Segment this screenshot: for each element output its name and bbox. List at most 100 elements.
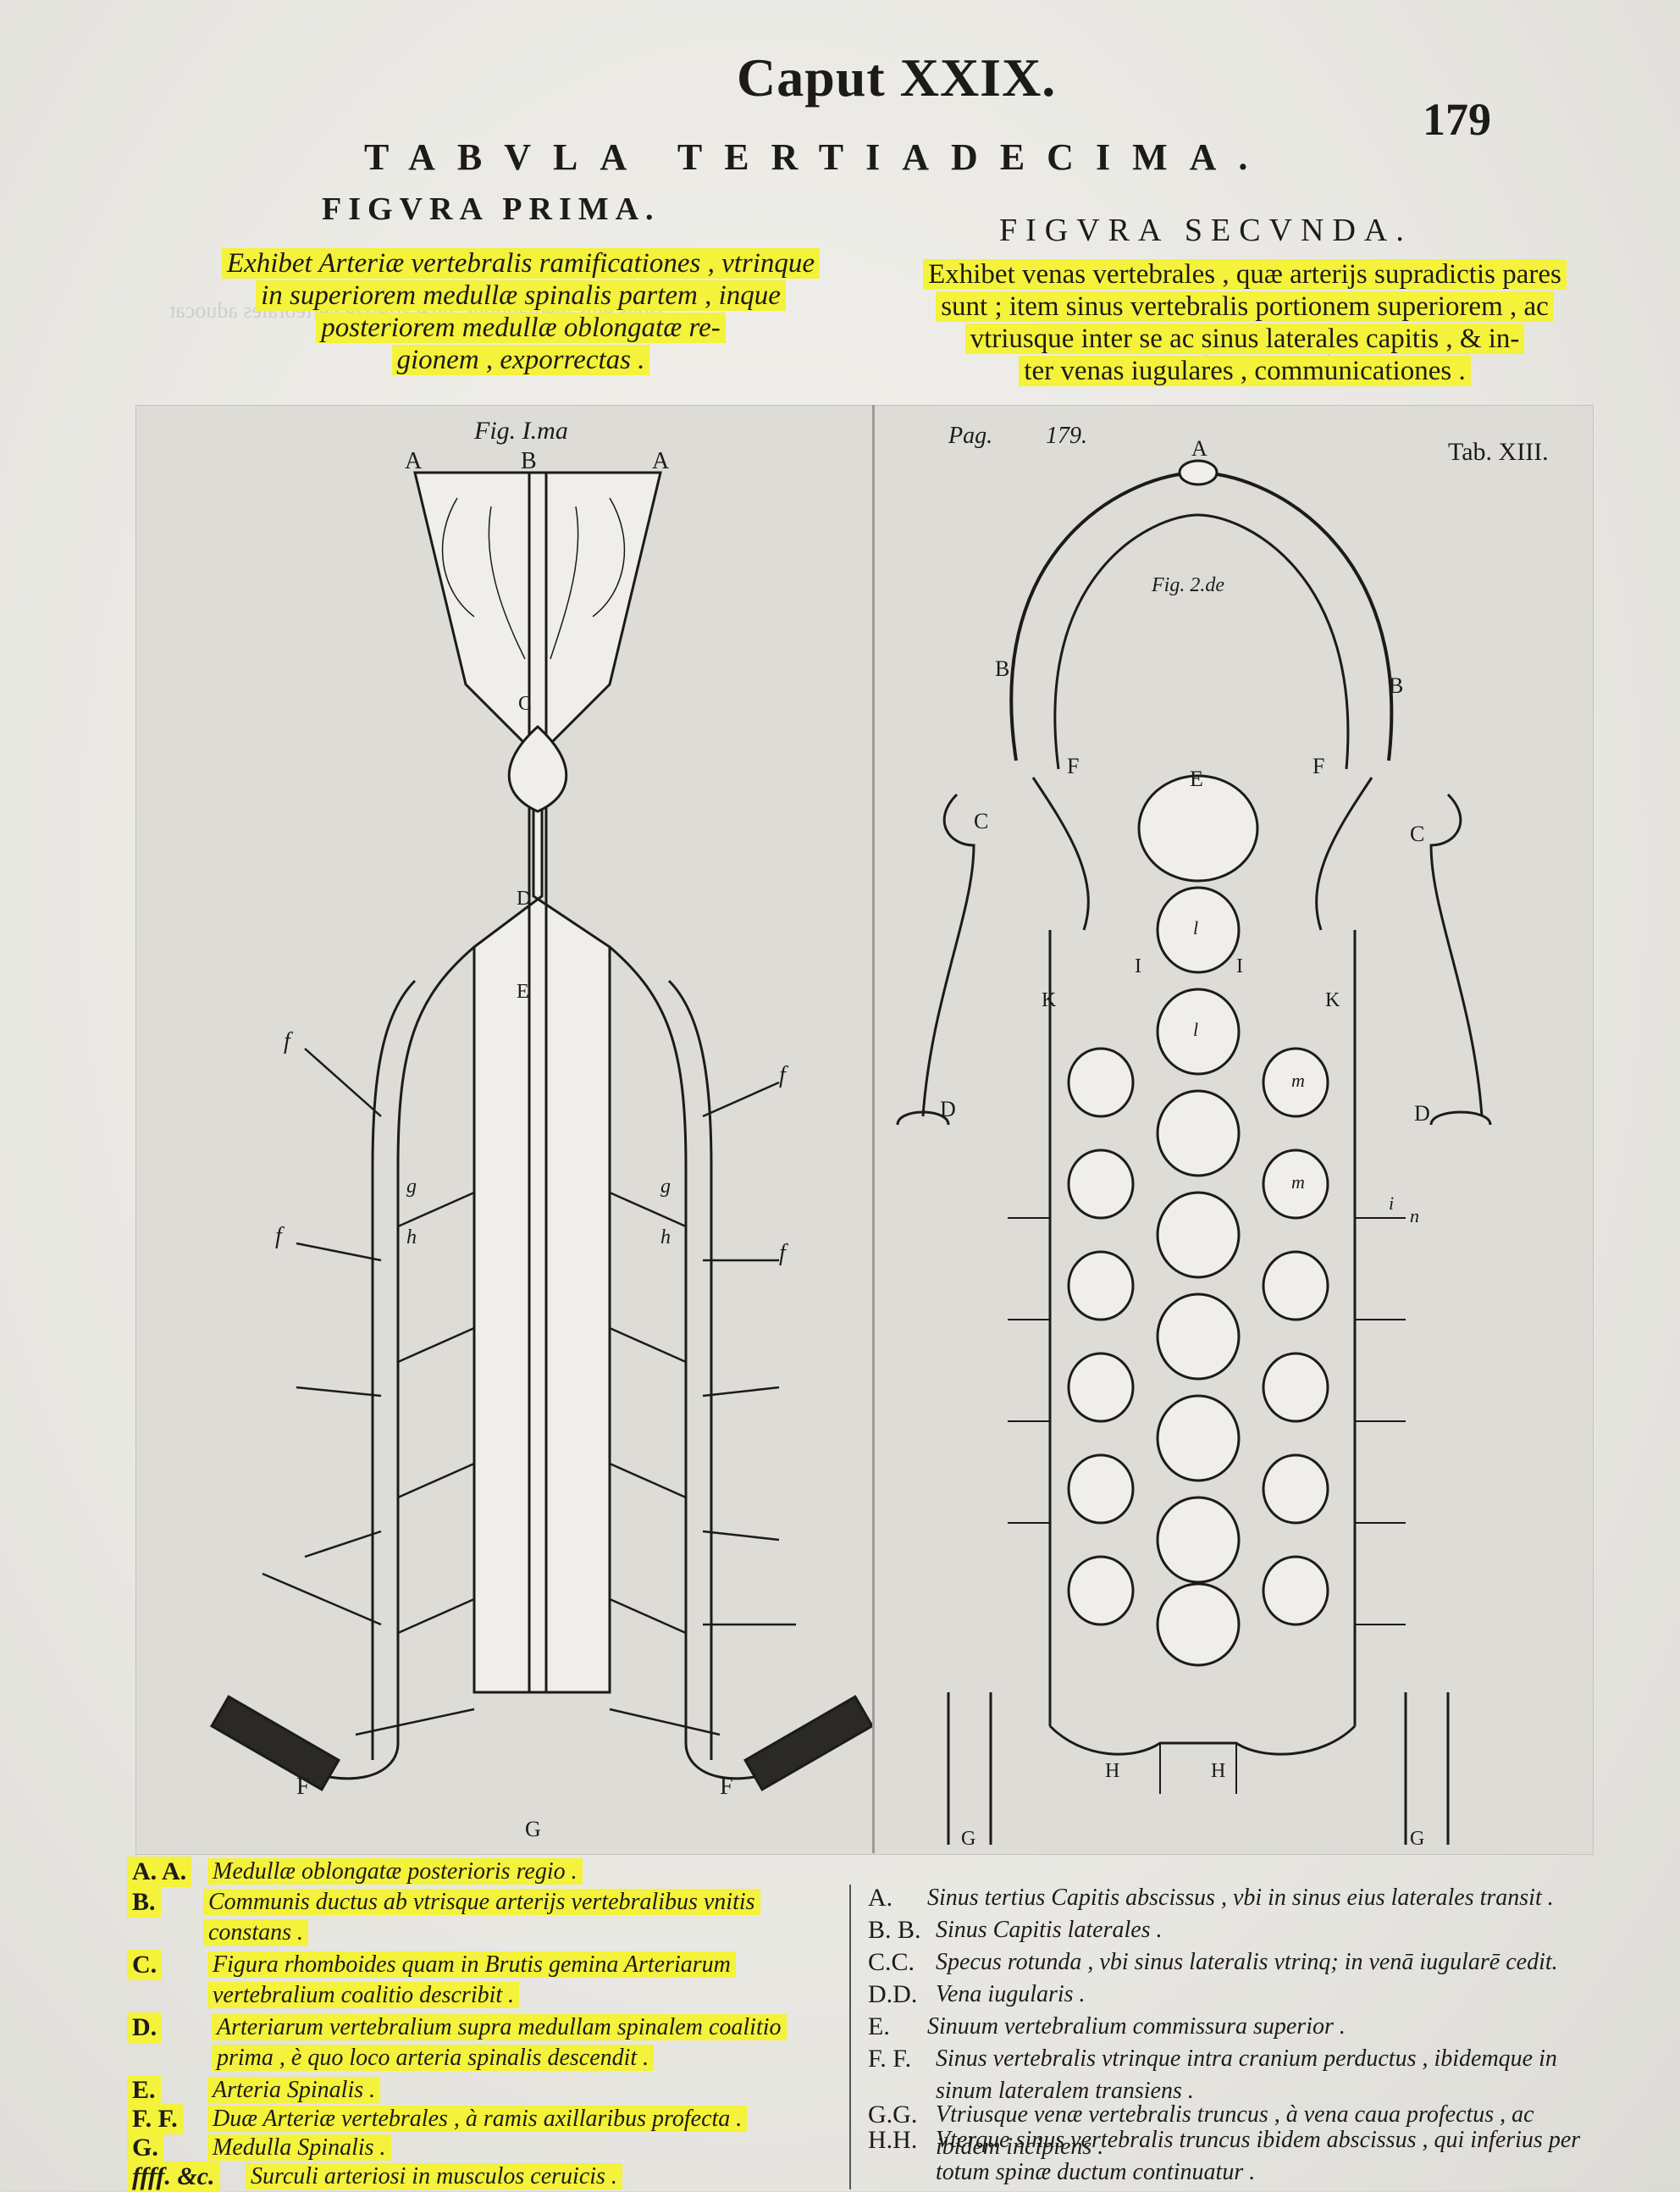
legend-text: Sinuum vertebralium commissura superior … — [927, 2013, 1346, 2040]
legend-text: Sinus tertius Capitis abscissus , vbi in… — [927, 1885, 1554, 1911]
legend-key: F. F. — [127, 2104, 183, 2134]
legend-text: Duæ Arteriæ vertebrales , à ramis axilla… — [207, 2106, 748, 2132]
rhomboid-figure — [507, 724, 568, 813]
left-trunk-stub — [209, 1695, 341, 1791]
figure-two-title: FIGVRA SECVNDA. — [999, 213, 1412, 248]
legend-key: G. — [127, 2133, 163, 2163]
label-c: C — [974, 809, 988, 833]
label-f: f — [779, 1240, 788, 1266]
label-g: g — [406, 1176, 417, 1198]
legend-text: Arteriarum vertebralium supra medullam s… — [212, 2014, 787, 2071]
legend-key: H.H. — [868, 2126, 918, 2154]
label-c: C — [1410, 822, 1424, 846]
legend-text: Specus rotunda , vbi sinus lateralis vtr… — [936, 1949, 1558, 1975]
legend-key: F. F. — [868, 2045, 912, 2073]
label-h: H — [1211, 1760, 1225, 1782]
caption-line: Exhibet Arteriæ vertebralis ramification… — [221, 248, 821, 279]
right-vertebral-artery — [609, 945, 805, 1780]
legend-key: G.G. — [868, 2101, 918, 2128]
legend-divider — [849, 1885, 851, 2189]
legend-text: Vena iugularis . — [936, 1981, 1086, 2007]
sinus-tertius — [1178, 459, 1219, 486]
chapter-heading: Caput XXIX. — [737, 47, 1057, 108]
legend-key: ffff. &c. — [127, 2162, 220, 2192]
right-trunk-stub — [743, 1695, 872, 1791]
label-g: G — [961, 1828, 975, 1850]
label-h: H — [1105, 1760, 1119, 1782]
label-g: G — [1410, 1828, 1424, 1850]
label-m: m — [1291, 1070, 1305, 1091]
label-g-upper: G — [525, 1817, 541, 1841]
legend-text: Sinus vertebralis vtrinque intra cranium… — [936, 2045, 1557, 2104]
legend-key: C. — [127, 1950, 163, 1980]
label-f: f — [284, 1028, 293, 1054]
label-f: f — [779, 1062, 788, 1088]
legend-key: A. — [868, 1884, 893, 1912]
figure-two-caption: Exhibet venas vertebrales , quæ arterijs… — [898, 258, 1592, 387]
label-f: F — [1067, 754, 1079, 778]
plate-divider — [872, 405, 875, 1853]
legend-key: B. — [127, 1887, 161, 1918]
caption-line: sunt ; item sinus vertebralis portionem … — [936, 291, 1554, 322]
figure-one-caption: Exhibet Arteriæ vertebralis ramification… — [182, 247, 859, 376]
label-d: D — [1414, 1101, 1430, 1126]
caption-line: Exhibet venas vertebrales , quæ arterijs… — [923, 259, 1567, 290]
legend-text: Communis ductus ab vtrisque arterijs ver… — [203, 1889, 760, 1946]
label-m: m — [1291, 1171, 1305, 1193]
label-f: F — [1312, 754, 1324, 778]
plate-title: TABVLA TERTIADECIMA. — [364, 136, 1270, 178]
legend-text: Vterque sinus vertebralis truncus ibidem… — [936, 2127, 1581, 2185]
left-vertebral-artery — [279, 945, 475, 1780]
label-d: D — [940, 1097, 956, 1121]
label-a: A — [652, 448, 670, 474]
label-l: l — [1193, 917, 1198, 938]
figure-two-illustration: Pag. 179. Tab. XIII. Fig. 2.de A B B C C… — [896, 423, 1549, 1850]
page-number: 179 — [1423, 94, 1491, 145]
caption-line: in superiorem medullæ spinalis partem , … — [256, 280, 786, 311]
engraved-plate — [135, 405, 1594, 1855]
label-k: K — [1325, 989, 1340, 1011]
label-g: g — [660, 1176, 671, 1198]
label-h: h — [660, 1226, 671, 1248]
legend-key: B. B. — [868, 1916, 921, 1944]
figure-two-label: Fig. 2.de — [1151, 574, 1224, 596]
label-a: A — [405, 448, 423, 474]
label-e: E — [1190, 767, 1203, 791]
caption-line: posteriorem medullæ oblongatæ re- — [316, 313, 726, 343]
caption-line: ter venas iugulares , communicationes . — [1019, 356, 1471, 386]
caption-line: gionem , exporrectas . — [391, 345, 650, 375]
caption-line: vtriusque inter se ac sinus laterales ca… — [964, 324, 1525, 354]
label-b: B — [521, 448, 537, 474]
figure-one-title: FIGVRA PRIMA. — [322, 191, 660, 227]
figure-two-tab: Tab. XIII. — [1448, 438, 1549, 466]
label-c: C — [518, 693, 532, 715]
label-a: A — [1191, 436, 1208, 461]
legend-key: E. — [868, 2012, 890, 2040]
label-f-upper: F — [296, 1774, 310, 1800]
legend-key: D.D. — [868, 1980, 918, 2008]
medulla-outline — [413, 471, 662, 1694]
legend-text: Medulla Spinalis . — [207, 2134, 391, 2161]
right-sinus-wing — [1315, 777, 1484, 1117]
label-h: h — [406, 1226, 417, 1248]
label-b: B — [1389, 673, 1403, 698]
legend-text: Sinus Capitis laterales . — [936, 1917, 1163, 1943]
figure-one-label: Fig. I.ma — [473, 417, 568, 445]
legend-key: A. A. — [127, 1857, 192, 1887]
left-sinus-wing — [921, 777, 1090, 1117]
label-l: l — [1193, 1019, 1198, 1040]
label-b: B — [995, 656, 1009, 681]
legend-text: Surculi arteriosi in musculos ceruicis . — [246, 2163, 622, 2189]
vertebral-rings — [1067, 774, 1329, 1667]
label-i: I — [1236, 955, 1243, 977]
label-d: D — [517, 888, 531, 910]
legend-text: Arteria Spinalis . — [207, 2077, 381, 2103]
legend-text: Figura rhomboides quam in Brutis gemina … — [207, 1951, 736, 2008]
label-n: n — [1410, 1205, 1419, 1226]
legend-key: E. — [127, 2075, 161, 2106]
legend-text: Vtriusque venæ vertebralis truncus , à v… — [936, 2101, 1534, 2160]
figure-one-illustration: Fig. I.ma A B A C D E F F G f f f f g g … — [209, 417, 872, 1841]
vertebral-trunks — [947, 1692, 1450, 1845]
label-f-upper: F — [720, 1774, 733, 1800]
